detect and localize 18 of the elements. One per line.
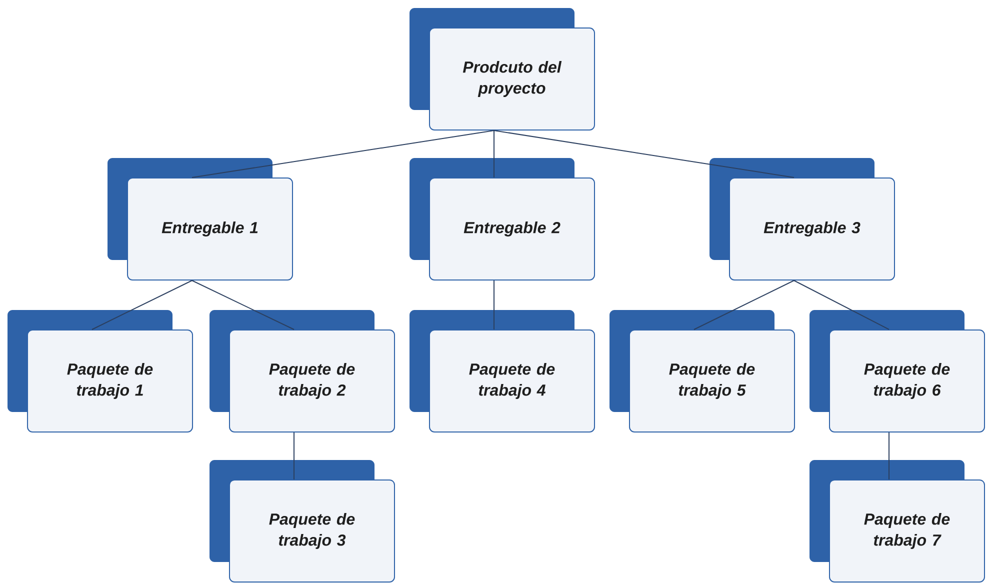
node-box: Entregable 1 <box>108 158 293 280</box>
connector-line <box>888 432 890 480</box>
connector-line <box>694 280 794 330</box>
node-box: Paquete de trabajo 6 <box>810 310 985 432</box>
connector-line <box>92 280 192 330</box>
node-box: Entregable 3 <box>710 158 895 280</box>
node-box: Entregable 2 <box>410 158 595 280</box>
node-box: Paquete de trabajo 4 <box>410 310 595 432</box>
node-box: Paquete de trabajo 7 <box>810 460 985 582</box>
node-box: Prodcuto del proyecto <box>410 8 595 130</box>
connector-line <box>794 280 890 330</box>
connector-line <box>494 130 794 178</box>
node-box: Paquete de trabajo 3 <box>210 460 395 582</box>
node-box: Paquete de trabajo 5 <box>610 310 795 432</box>
connector-line <box>192 130 494 178</box>
node-box: Paquete de trabajo 2 <box>210 310 395 432</box>
node-box: Paquete de trabajo 1 <box>8 310 194 432</box>
connector-line <box>192 280 294 330</box>
